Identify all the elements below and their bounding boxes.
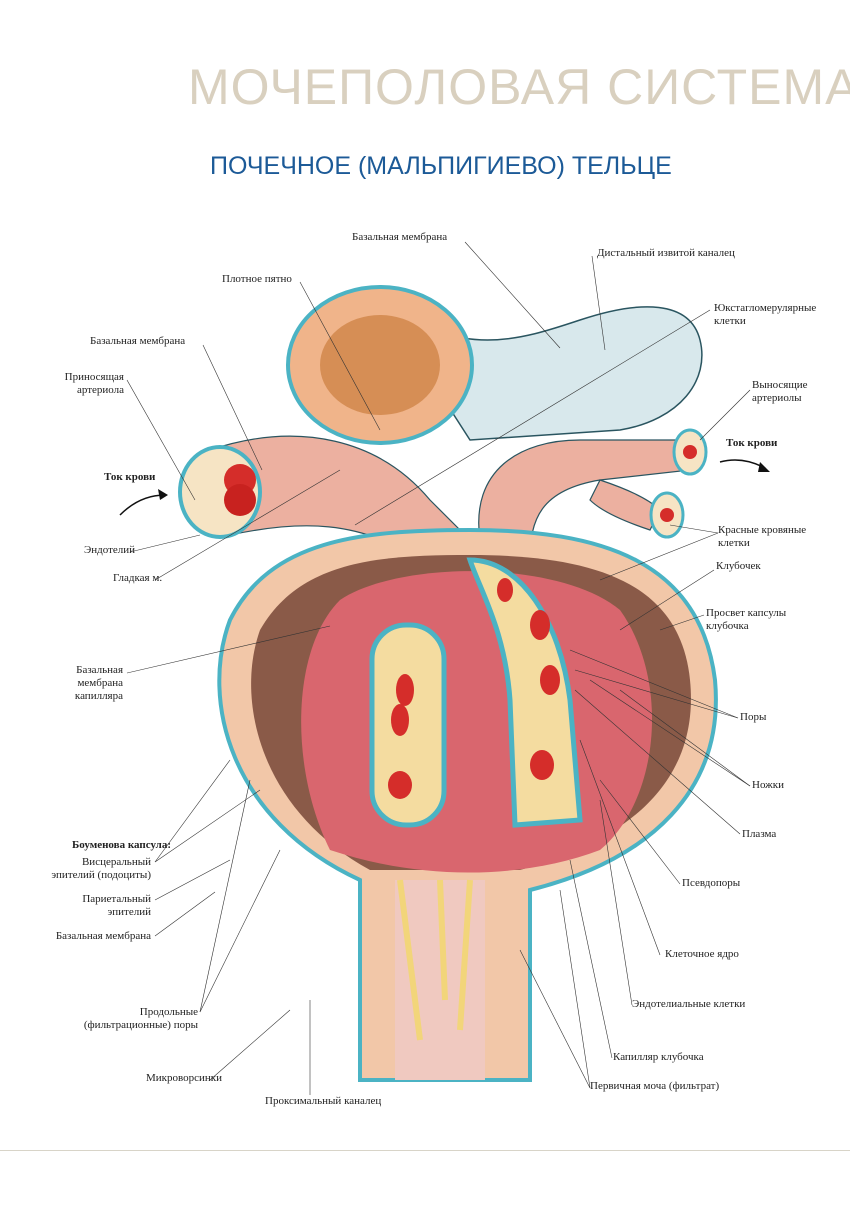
label-line: эпителий — [107, 906, 151, 918]
label-proximal-tubule: Проксимальный каналец — [265, 1095, 382, 1107]
label-glomerular-capillary: Капилляр клубочка — [613, 1051, 704, 1063]
label-pseudopores: Псевдопоры — [682, 877, 741, 889]
label-glomerulus: Клубочек — [716, 560, 761, 572]
label-primary-urine: Первичная моча (фильтрат) — [590, 1080, 720, 1092]
label-distal-tubule: Дистальный извитой каналец — [597, 247, 735, 259]
label-line: Выносящие — [752, 379, 808, 391]
label-microvilli: Микроворсинки — [146, 1072, 223, 1084]
label-line: Париетальный — [82, 893, 151, 905]
label-macula-densa: Плотное пятно — [222, 273, 292, 285]
page-divider — [0, 1150, 850, 1151]
label-line: (фильтрационные) поры — [83, 1019, 198, 1031]
label-line: Базальная — [76, 664, 123, 676]
label-bowman-capsule: Боуменова капсула: — [72, 839, 171, 851]
label-blood-flow-right: Ток крови — [726, 437, 778, 449]
blood-flow-arrow-left — [119, 494, 166, 516]
label-plasma: Плазма — [742, 828, 777, 840]
label-line: Просвет капсулы — [706, 607, 787, 619]
label-line: артериола — [76, 384, 124, 396]
blood-flow-arrow-right — [719, 459, 766, 469]
label-line: Висцеральный — [81, 856, 151, 868]
label-basal-membrane-bottom: Базальная мембрана — [55, 930, 151, 942]
efferent-arteriole-illustration — [478, 428, 708, 561]
label-line: Приносящая — [64, 371, 124, 383]
label-line: мембрана — [77, 677, 123, 689]
bowman-capsule-illustration — [217, 527, 718, 1082]
label-basal-membrane-top: Базальная мембрана — [352, 231, 448, 243]
label-endothelial-cells: Эндотелиальные клетки — [632, 998, 746, 1010]
label-line: клетки — [718, 537, 750, 549]
label-blood-flow-left: Ток крови — [104, 471, 156, 483]
distal-tubule-illustration — [286, 285, 703, 445]
label-line: эпителий (подоциты) — [51, 869, 151, 881]
label-line: Продольные — [139, 1006, 198, 1018]
figure-title: ПОЧЕЧНОЕ (МАЛЬПИГИЕВО) ТЕЛЬЦЕ — [210, 152, 672, 180]
label-smooth-muscle: Гладкая м. — [113, 572, 163, 584]
label-cell-nucleus: Клеточное ядро — [665, 948, 739, 960]
label-pedicels: Ножки — [752, 779, 785, 791]
label-line: Юкстагломерулярные — [714, 302, 817, 314]
afferent-arteriole-illustration — [178, 435, 472, 561]
label-endothelium: Эндотелий — [84, 544, 136, 556]
leader-lines — [126, 241, 751, 1095]
label-pores: Поры — [740, 711, 767, 723]
section-title: МОЧЕПОЛОВАЯ СИСТЕМА — [188, 59, 850, 115]
label-line: артериолы — [752, 392, 802, 404]
label-line: клубочка — [706, 620, 749, 632]
label-basal-membrane-left: Базальная мембрана — [90, 335, 186, 347]
label-line: капилляра — [74, 690, 123, 702]
label-line: клетки — [714, 315, 746, 327]
label-filtration-pores: Продольные(фильтрационные) поры — [84, 1006, 198, 1032]
label-line: Красные кровяные — [718, 524, 807, 536]
